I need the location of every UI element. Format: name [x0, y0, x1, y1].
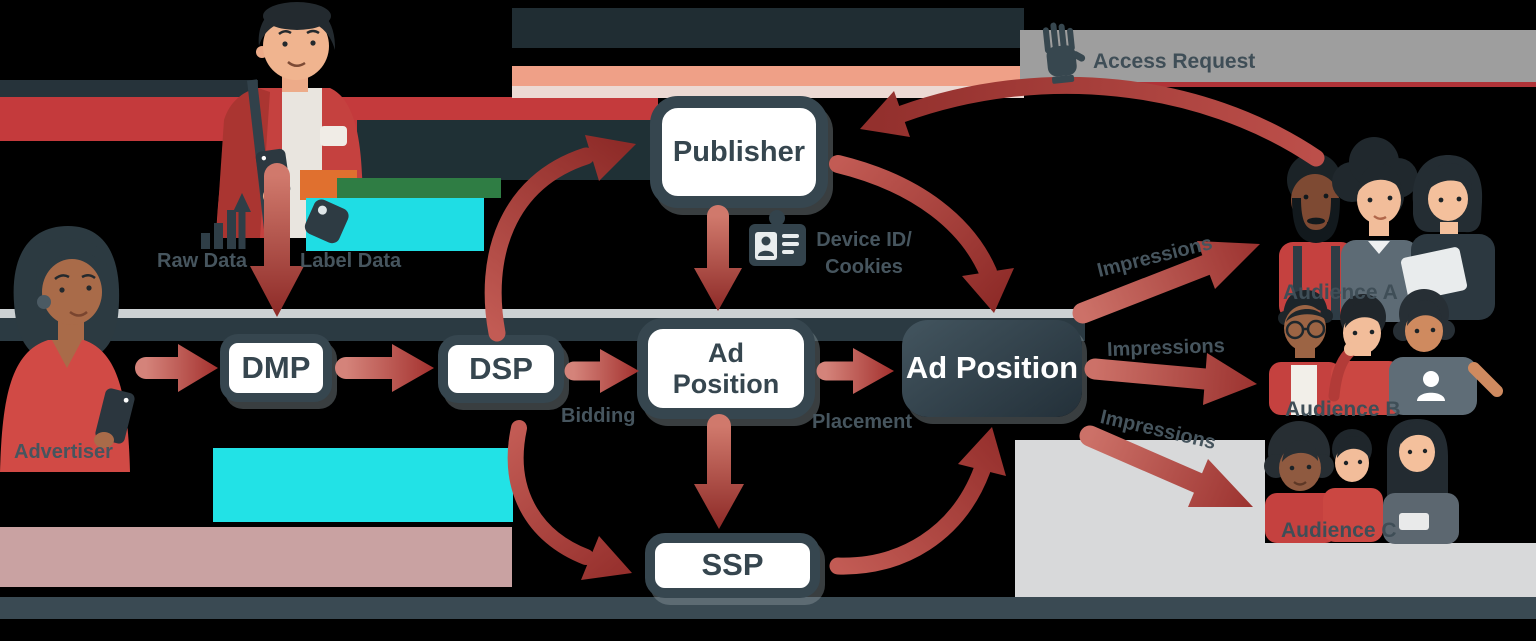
artifact-band: [213, 448, 513, 522]
label-data-label: Label Data: [300, 250, 402, 272]
arrow-dsp-to-publisher: [484, 135, 636, 342]
arrow-impressions-audience-c: [1079, 425, 1253, 507]
node-ssp-label: SSP: [701, 547, 764, 583]
raised-hand-icon: [1042, 22, 1086, 84]
device-id-line2: Cookies: [825, 256, 903, 278]
audience-c-illustration: [1264, 419, 1459, 544]
device-id-line1: Device ID/: [816, 229, 912, 251]
node-publisher-label: Publisher: [672, 135, 806, 168]
arrow-access-request: [860, 76, 1325, 167]
device-id-label: Device ID/ Cookies: [810, 227, 918, 281]
arrow-dmp-to-dsp: [335, 344, 434, 392]
advertiser-illustration: [0, 226, 135, 472]
impressions-b-label: Impressions: [1106, 334, 1226, 362]
person: [1323, 429, 1383, 542]
person: [1332, 137, 1419, 322]
person: [1328, 294, 1401, 415]
artifact-band: [0, 309, 1085, 319]
arrow-ssp-to-ad-position: [829, 427, 1006, 575]
artifact-band: [0, 597, 1536, 619]
audience-c-label: Audience C: [1281, 519, 1397, 542]
node-publisher: Publisher: [650, 96, 828, 208]
arrow-publisher-down: [694, 205, 742, 311]
artifact-band: [512, 86, 1024, 98]
arrow-advertiser-to-dmp: [135, 344, 218, 392]
artifact-band: [337, 178, 501, 198]
audience-a-illustration: [1279, 137, 1495, 322]
person: [1264, 421, 1337, 543]
person: [1389, 289, 1503, 415]
artifact-band: [512, 8, 1024, 48]
artifact-band: [0, 527, 512, 587]
audience-a-label: Audience A: [1283, 281, 1398, 304]
arrow-publisher-to-ad-position: [829, 155, 1014, 313]
node-ad-position-source: Ad Position: [637, 318, 815, 419]
arrow-ad-position-to-target: [816, 348, 894, 394]
audience-b-illustration: [1269, 289, 1503, 415]
artifact-band: [1020, 30, 1536, 82]
advertiser-label: Advertiser: [14, 441, 113, 463]
tag-icon: [304, 199, 349, 244]
node-dmp: DMP: [220, 334, 332, 402]
node-ad-position-target-label: Ad Position: [905, 350, 1079, 386]
artifact-band: [1020, 82, 1536, 87]
person: [1269, 290, 1341, 415]
arrow-impressions-audience-b: [1084, 353, 1257, 405]
node-ad-position-source-label: Ad Position: [672, 338, 780, 399]
artifact-band: [512, 66, 1024, 86]
raw-data-label: Raw Data: [157, 250, 248, 272]
arrow-dsp-to-ssp: [507, 420, 632, 580]
bar-chart-icon: [201, 193, 251, 249]
audience-b-label: Audience B: [1285, 398, 1401, 421]
node-ssp: SSP: [645, 533, 820, 598]
arrow-impressions-audience-a: [1072, 241, 1260, 324]
arrow-ad-position-to-ssp: [694, 414, 744, 529]
arrow-dsp-to-ad-position: [564, 349, 639, 393]
node-dsp-label: DSP: [469, 350, 533, 386]
id-card-icon: [749, 210, 806, 266]
bidding-label: Bidding: [561, 405, 636, 427]
node-dmp-label: DMP: [241, 349, 311, 385]
placement-label: Placement: [812, 411, 913, 433]
person: [1383, 419, 1459, 544]
access-request-label: Access Request: [1093, 50, 1256, 73]
node-ad-position-target: Ad Position: [902, 320, 1082, 417]
phone-icon: [95, 388, 135, 444]
artifact-band: [1260, 543, 1536, 599]
arrow-collector-to-dmp: [250, 163, 304, 317]
